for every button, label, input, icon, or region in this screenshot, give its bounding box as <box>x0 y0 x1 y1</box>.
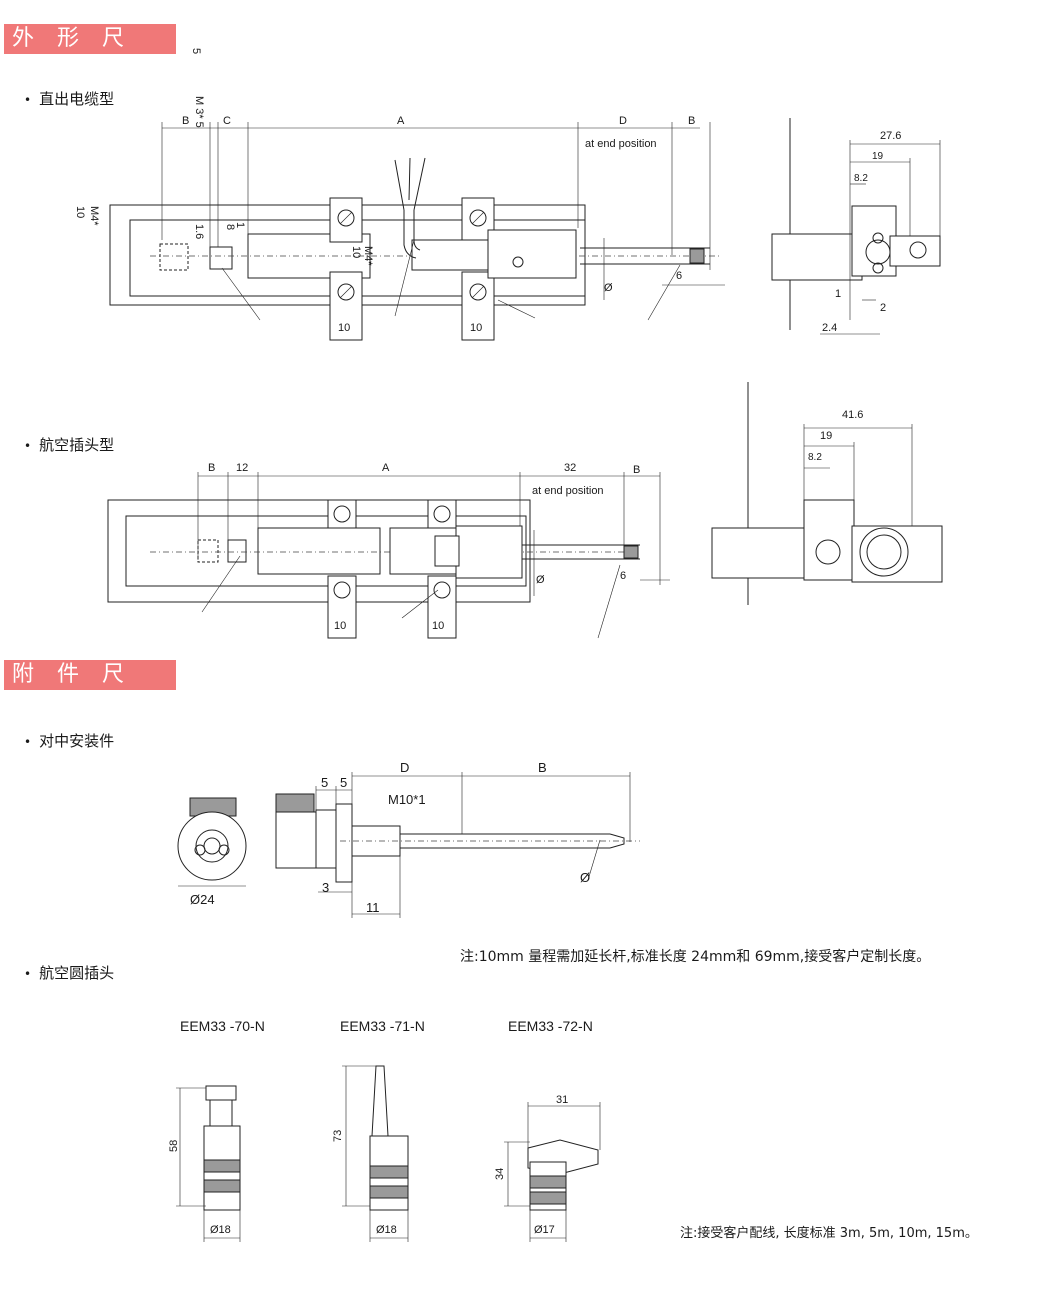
centering-mount-drawing <box>177 772 640 918</box>
dim-label: 11 <box>366 900 380 915</box>
section-banner-outline: 外 形 尺 寸: <box>4 24 176 81</box>
at-end-position-label: at end position <box>585 138 657 150</box>
item-label: 对中安装件 <box>39 732 115 750</box>
plug-model-label: EEM33 -70-N <box>180 1018 265 1034</box>
dim-label: 1.6 <box>193 224 205 240</box>
dim-label: Ø18 <box>210 1224 231 1236</box>
dim-label: D <box>400 760 410 775</box>
item-label: 航空圆插头 <box>39 964 115 982</box>
dim-label: 10 <box>74 206 86 219</box>
dim-label: 2.4 <box>822 322 838 334</box>
dim-label: 5 <box>190 48 202 55</box>
dim-label: Ø18 <box>376 1224 397 1236</box>
plug-model-label: EEM33 -71-N <box>340 1018 425 1034</box>
plug-71-drawing <box>342 1065 409 1242</box>
item-straight-cable: •直出电缆型 <box>24 90 115 108</box>
plug-72-drawing <box>504 1102 601 1242</box>
at-end-position-label: at end position <box>532 485 604 497</box>
dim-label: 8.2 <box>808 452 822 463</box>
section-banner-accessories: 附 件 尺 寸: <box>4 660 176 717</box>
diameter-symbol: Ø <box>580 870 591 885</box>
dim-label: 1 <box>234 222 246 229</box>
dim-label: M10*1 <box>388 792 426 807</box>
dim-label: 3 <box>322 880 330 895</box>
dim-label: 19 <box>872 151 884 162</box>
dim-label: 34 <box>494 1167 506 1180</box>
straight-cable-drawing <box>109 118 941 341</box>
dim-label: B <box>633 464 641 476</box>
item-aviation-plug-type: •航空插头型 <box>24 436 115 454</box>
aviation-plug-drawing <box>107 382 943 639</box>
dim-label: 27.6 <box>880 130 902 142</box>
dim-label: M4* <box>362 246 374 266</box>
dim-label: Ø17 <box>534 1224 555 1236</box>
dim-label: 32 <box>564 462 577 474</box>
item-label: 直出电缆型 <box>39 90 115 108</box>
plug-model-label: EEM33 -72-N <box>508 1018 593 1034</box>
dim-label: B <box>182 115 190 127</box>
dim-label: 41.6 <box>842 409 864 421</box>
dim-label: 58 <box>168 1139 180 1152</box>
dim-label: M 3* 5 <box>193 96 205 128</box>
dim-label: 10 <box>432 620 445 632</box>
item-centering-mount: •对中安装件 <box>24 732 115 750</box>
diameter-symbol: Ø <box>604 282 613 294</box>
plug-70-drawing <box>176 1085 241 1242</box>
dim-label: A <box>397 115 405 127</box>
dim-label: 2 <box>880 302 887 314</box>
dim-label: 10 <box>350 246 362 259</box>
dim-label: 8.2 <box>854 173 868 184</box>
extension-rod-note: 注:10mm 量程需加延长杆,标准长度 24mm和 69mm,接受客户定制长度。 <box>460 949 931 965</box>
wiring-note: 注:接受客户配线, 长度标准 3m, 5m, 10m, 15m。 <box>680 1226 978 1241</box>
dim-label: M4* <box>88 206 100 226</box>
dim-label: 1 <box>835 288 842 300</box>
dim-label: D <box>619 115 627 127</box>
dim-label: 6 <box>620 570 627 582</box>
dim-label: B <box>538 760 547 775</box>
dim-label: 10 <box>338 322 351 334</box>
dim-label: B <box>688 115 696 127</box>
dim-label: 73 <box>332 1129 344 1142</box>
dim-label: 31 <box>556 1094 569 1106</box>
diameter-symbol: Ø <box>536 574 545 586</box>
dim-label: 10 <box>334 620 347 632</box>
dim-label: B <box>208 462 216 474</box>
dim-label: A <box>382 462 390 474</box>
dim-label: 10 <box>470 322 483 334</box>
dim-label: 5 <box>340 775 348 790</box>
dim-label: 5 <box>321 775 329 790</box>
dim-label: 12 <box>236 462 249 474</box>
dim-label: Ø24 <box>190 892 215 907</box>
dim-label: 6 <box>676 270 683 282</box>
dim-label: C <box>223 115 231 127</box>
item-label: 航空插头型 <box>39 436 115 454</box>
dim-label: 19 <box>820 430 833 442</box>
item-aviation-round-plug: •航空圆插头 <box>24 964 115 982</box>
